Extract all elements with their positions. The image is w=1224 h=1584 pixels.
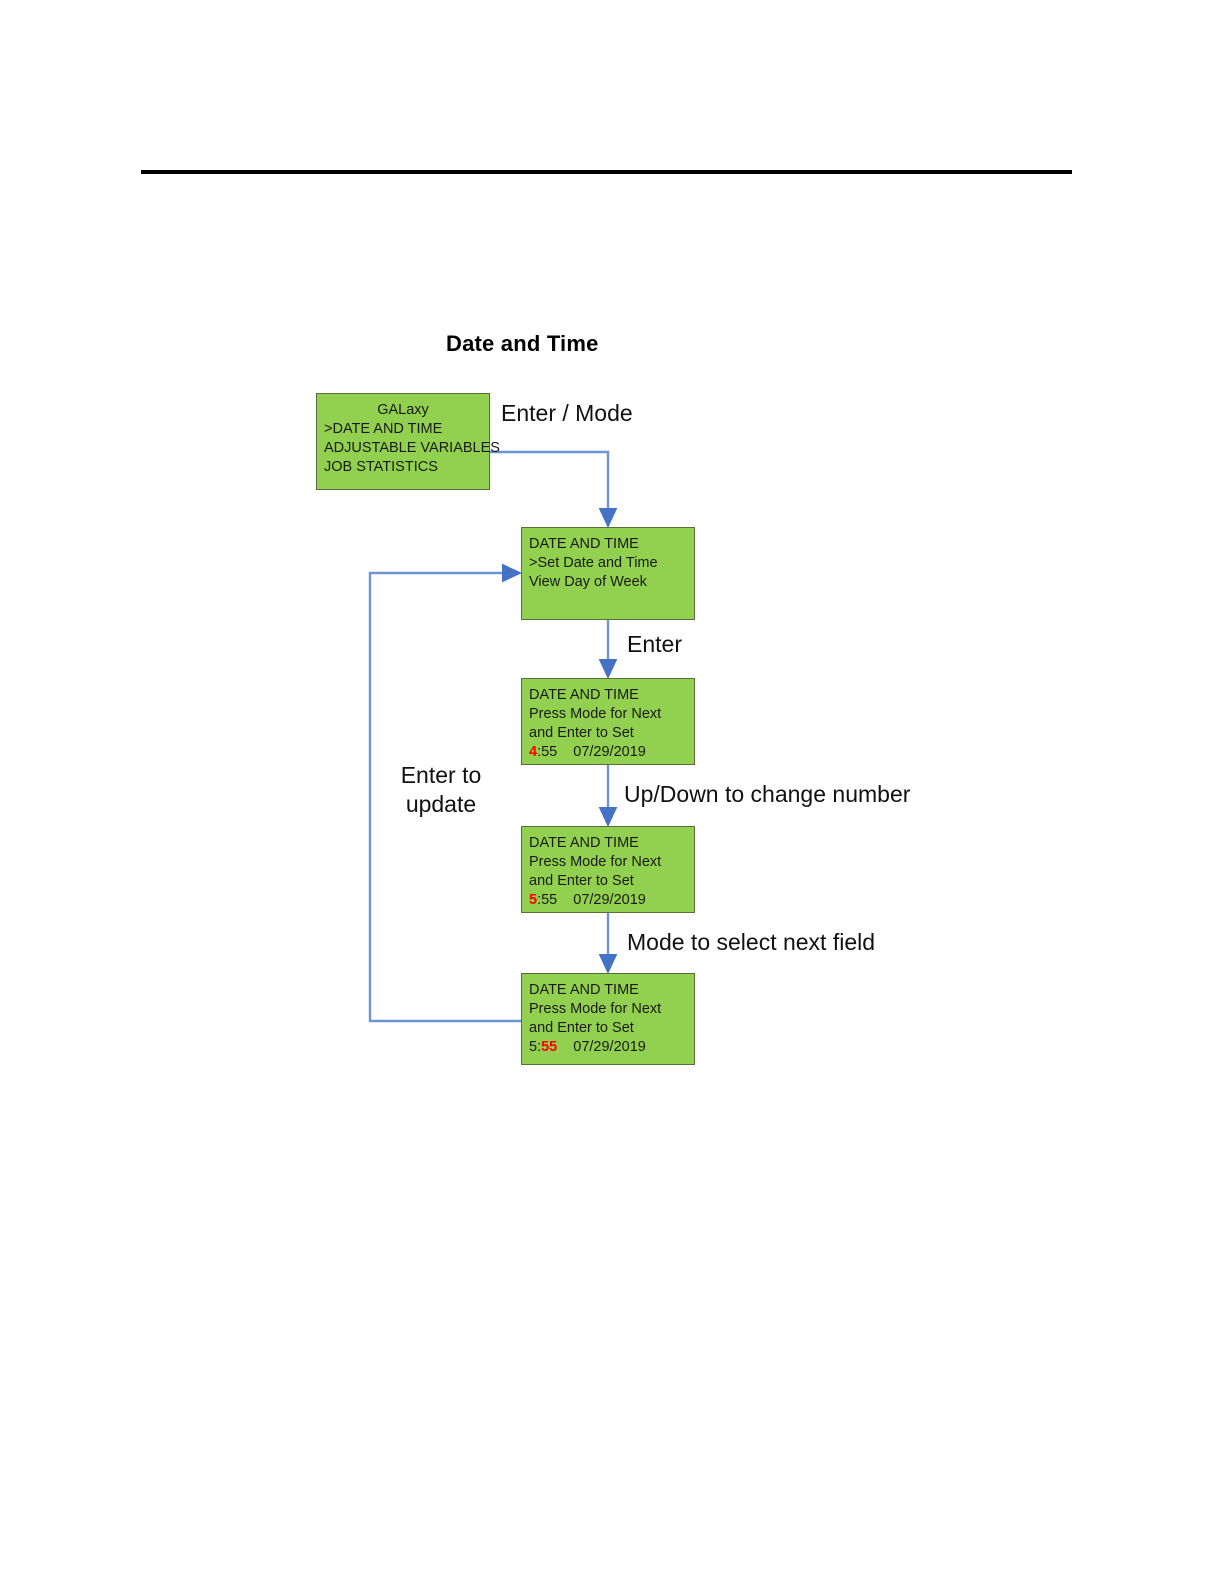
- lcd-line: DATE AND TIME: [529, 687, 639, 703]
- minute-value: 55: [541, 1039, 558, 1055]
- date-value: 07/29/2019: [573, 744, 646, 760]
- lcd-line: GALaxy: [377, 402, 429, 418]
- time-separator: :: [537, 1039, 542, 1055]
- edge-label-enter-mode: Enter / Mode: [501, 400, 633, 426]
- lcd-line: DATE AND TIME: [529, 835, 639, 851]
- hour-value: 5: [529, 892, 538, 908]
- lcd-line: and Enter to Set: [529, 873, 634, 889]
- lcd-line: Press Mode for Next: [529, 706, 662, 722]
- lcd-value-line: 4:55 07/29/2019: [529, 743, 694, 762]
- minute-value: 55: [541, 744, 558, 760]
- lcd-line: DATE AND TIME: [529, 536, 639, 552]
- lcd-line: DATE AND TIME: [529, 982, 639, 998]
- edge-label-enter-to-update: Enter to update: [400, 762, 482, 817]
- date-value: 07/29/2019: [573, 892, 646, 908]
- time-separator: :: [537, 892, 542, 908]
- lcd-line: >Set Date and Time: [529, 555, 658, 571]
- lcd-value-line: 5:55 07/29/2019: [529, 1038, 694, 1057]
- edge-label-up-down-to-change-number: Up/Down to change number: [624, 781, 911, 807]
- edge-galaxy-to-datetime: [490, 450, 618, 529]
- lcd-screen-set-minute-55[interactable]: DATE AND TIME Press Mode for Next and En…: [521, 973, 695, 1065]
- edge-label-enter: Enter: [627, 631, 682, 657]
- page-title: Date and Time: [446, 331, 599, 356]
- lcd-screen-galaxy-main-menu[interactable]: GALaxy >DATE AND TIME ADJUSTABLE VARIABL…: [316, 393, 500, 490]
- lcd-screen-date-and-time-menu[interactable]: DATE AND TIME >Set Date and Time View Da…: [521, 527, 695, 620]
- lcd-line: View Day of Week: [529, 574, 647, 590]
- lcd-screen-set-hour-4[interactable]: DATE AND TIME Press Mode for Next and En…: [521, 678, 695, 765]
- lcd-line: and Enter to Set: [529, 725, 634, 741]
- minute-value: 55: [541, 892, 558, 908]
- lcd-value-line: 5:55 07/29/2019: [529, 891, 694, 910]
- lcd-screen-set-hour-5[interactable]: DATE AND TIME Press Mode for Next and En…: [521, 826, 695, 913]
- hour-value: 5: [529, 1039, 538, 1055]
- lcd-line: Press Mode for Next: [529, 854, 662, 870]
- header-divider: [141, 170, 1072, 174]
- lcd-line: JOB STATISTICS: [324, 459, 438, 475]
- lcd-line: >DATE AND TIME: [324, 421, 443, 437]
- lcd-line: and Enter to Set: [529, 1020, 634, 1036]
- edge-label-mode-to-select-next-field: Mode to select next field: [627, 929, 876, 955]
- time-separator: :: [537, 744, 542, 760]
- lcd-line: Press Mode for Next: [529, 1001, 662, 1017]
- date-value: 07/29/2019: [573, 1039, 646, 1055]
- hour-value: 4: [529, 744, 538, 760]
- lcd-line: ADJUSTABLE VARIABLES: [324, 440, 500, 456]
